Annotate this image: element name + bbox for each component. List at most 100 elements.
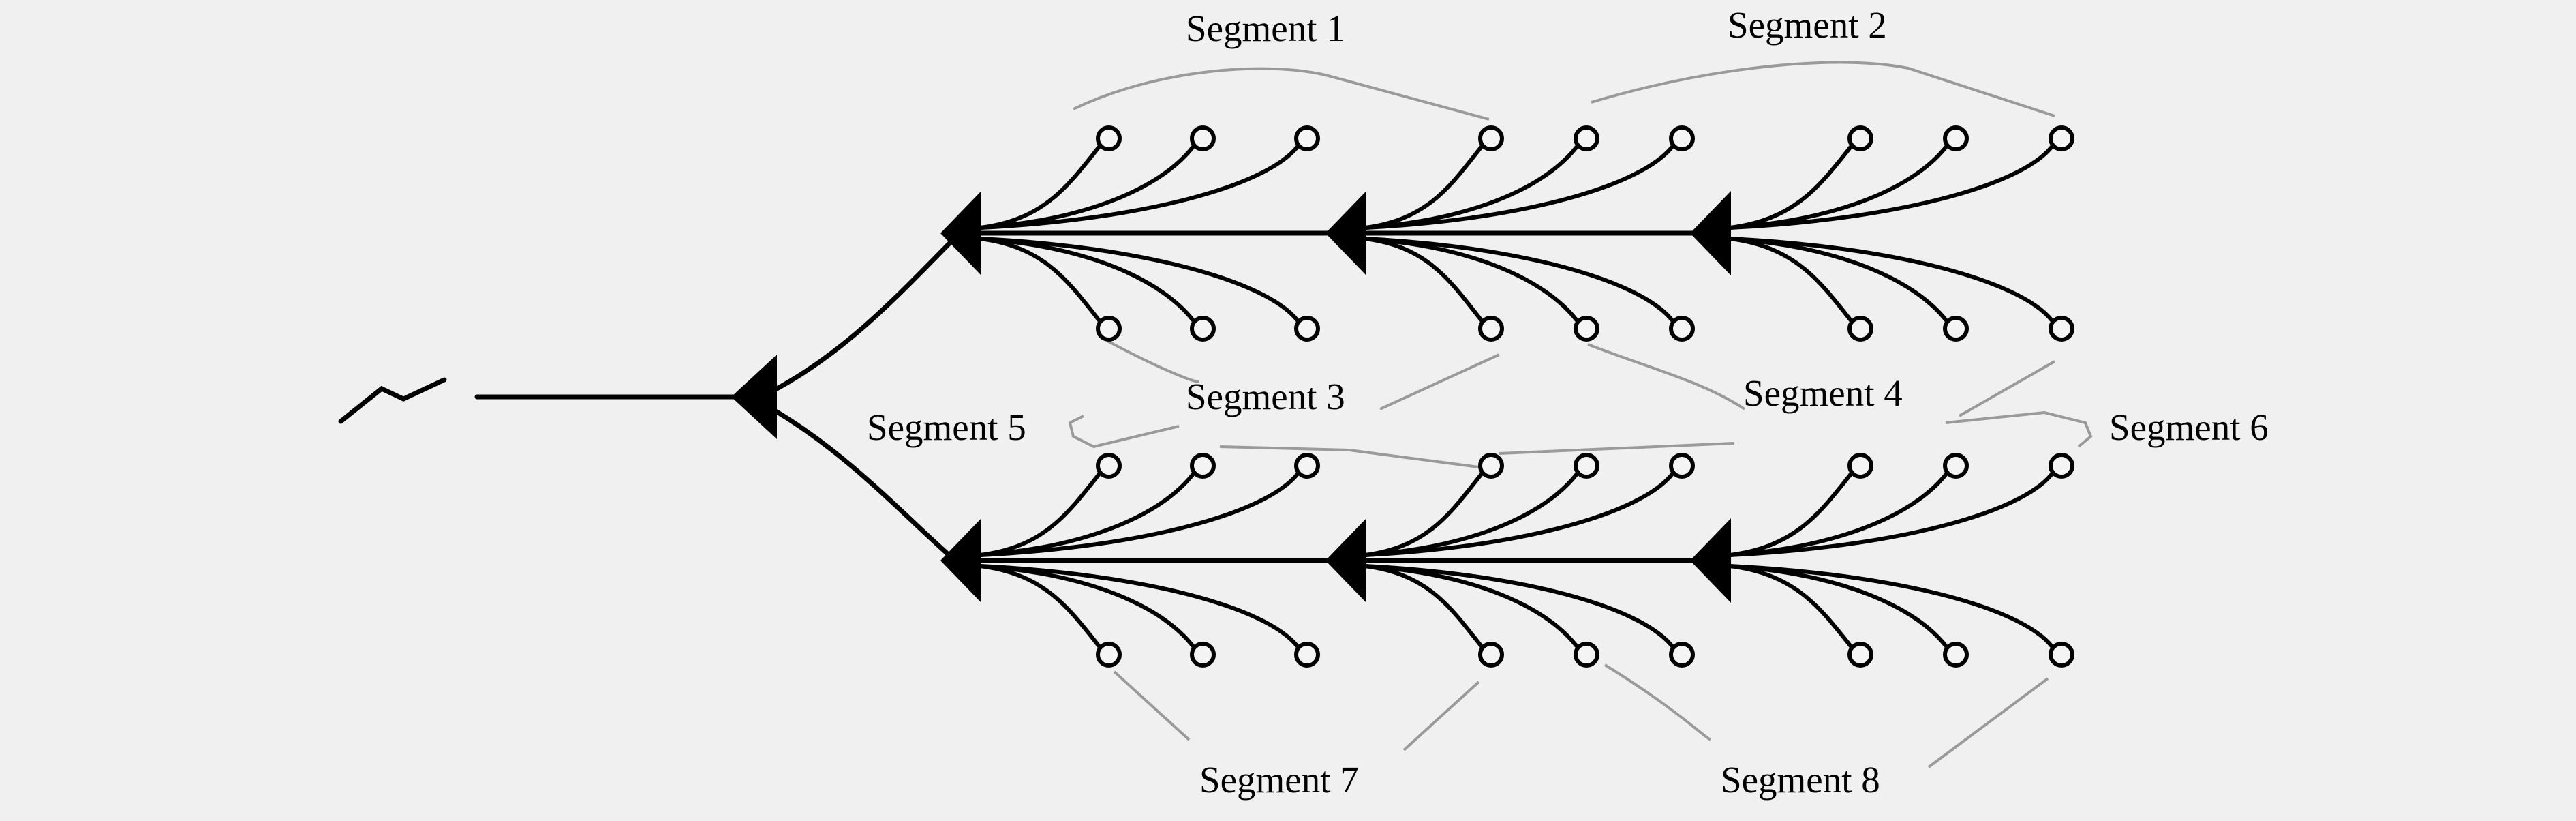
lower-terminal-top-3-3 xyxy=(2049,453,2074,479)
lower-lateral-up-2-3 xyxy=(1364,473,1674,557)
lower-lateral-up-1-3 xyxy=(979,473,1300,557)
upper-lateral-up-1-3 xyxy=(979,145,1300,230)
lower-terminal-top-1-3 xyxy=(1294,453,1320,479)
upper-terminal-top-3-2 xyxy=(1943,125,1969,151)
lower-terminal-top-3-2 xyxy=(1943,453,1969,479)
upper-lateral-down-3-2 xyxy=(1729,237,1948,322)
lower-lateral-up-3-1 xyxy=(1729,473,1853,557)
upper-terminal-top-2-3 xyxy=(1669,125,1695,151)
upper-terminal-bottom-1-2 xyxy=(1190,316,1216,342)
lower-terminal-top-2-2 xyxy=(1574,453,1599,479)
lower-junction-node-3 xyxy=(1690,518,1731,603)
lower-junction-node-2 xyxy=(1325,518,1366,603)
upper-lateral-down-3-3 xyxy=(1729,237,2054,322)
upper-terminal-top-2-2 xyxy=(1574,125,1599,151)
lower-lateral-down-3-2 xyxy=(1729,564,1948,648)
segment-5-bracket xyxy=(1068,415,1735,468)
upper-terminal-bottom-3-3 xyxy=(2049,316,2074,342)
lower-terminal-top-1-2 xyxy=(1190,453,1216,479)
segment-2-bracket xyxy=(1591,61,2055,117)
upper-lateral-up-3-1 xyxy=(1729,145,1853,230)
lower-lateral-up-1-1 xyxy=(979,473,1101,557)
lower-terminal-top-2-1 xyxy=(1478,453,1504,479)
upper-lateral-up-1-1 xyxy=(979,145,1101,230)
upper-terminal-top-3-1 xyxy=(1847,125,1873,151)
upper-lateral-down-3-1 xyxy=(1729,237,1853,322)
upper-junction-node-2 xyxy=(1325,191,1366,275)
lower-terminal-top-3-1 xyxy=(1847,453,1873,479)
segment-3-label: Segment 3 xyxy=(1186,376,1345,417)
lower-terminal-bottom-2-2 xyxy=(1574,642,1599,668)
segment-7-label: Segment 7 xyxy=(1199,759,1359,801)
segment-1-label: Segment 1 xyxy=(1186,8,1345,49)
segment-5-label: Segment 5 xyxy=(867,406,1026,448)
upper-terminal-top-1-1 xyxy=(1096,125,1122,151)
lower-lateral-down-1-2 xyxy=(979,564,1195,648)
feeder-wires xyxy=(338,230,1713,565)
segment-brackets xyxy=(1068,61,2093,768)
lower-terminal-top-1-1 xyxy=(1096,453,1122,479)
upper-lateral-up-1-2 xyxy=(979,145,1195,230)
upper-terminal-bottom-2-2 xyxy=(1574,316,1599,342)
lower-terminal-bottom-3-2 xyxy=(1943,642,1969,668)
upper-terminal-bottom-3-1 xyxy=(1847,316,1873,342)
segment-1-bracket xyxy=(1073,67,1490,121)
segment-labels: Segment 1 Segment 2 Segment 3 Segment 4 … xyxy=(867,4,2269,801)
upper-terminal-bottom-1-3 xyxy=(1294,316,1320,342)
upper-terminal-bottom-3-2 xyxy=(1943,316,1969,342)
upper-terminal-bottom-2-3 xyxy=(1669,316,1695,342)
segment-6-bracket xyxy=(1945,411,2093,448)
lower-lateral-up-2-1 xyxy=(1364,473,1484,557)
lower-lateral-down-3-1 xyxy=(1729,564,1853,648)
lateral-lines xyxy=(979,145,2054,648)
upper-terminal-top-3-3 xyxy=(2049,125,2074,151)
segment-8-label: Segment 8 xyxy=(1721,759,1880,801)
segment-4-bracket xyxy=(1587,343,2055,417)
upper-terminal-bottom-2-1 xyxy=(1478,316,1504,342)
upper-junction-node-3 xyxy=(1690,191,1731,275)
upper-terminal-bottom-1-1 xyxy=(1096,316,1122,342)
upper-lateral-down-1-3 xyxy=(979,237,1300,322)
lower-lateral-down-1-1 xyxy=(979,564,1101,648)
segment-7-bracket xyxy=(1113,670,1480,751)
lower-lateral-down-2-1 xyxy=(1364,564,1484,648)
segment-4-label: Segment 4 xyxy=(1743,372,1903,414)
segment-3-bracket xyxy=(1107,340,1500,411)
main-junction-node xyxy=(731,355,777,439)
segment-6-label: Segment 6 xyxy=(2109,406,2269,448)
lower-terminal-bottom-1-3 xyxy=(1294,642,1320,668)
terminal-circles xyxy=(1096,125,2074,668)
upper-lateral-down-2-1 xyxy=(1364,237,1484,322)
segment-2-label: Segment 2 xyxy=(1728,4,1887,46)
upper-branch-line xyxy=(774,233,960,391)
upper-lateral-down-1-1 xyxy=(979,237,1101,322)
lower-terminal-bottom-1-1 xyxy=(1096,642,1122,668)
upper-lateral-up-3-3 xyxy=(1729,145,2054,230)
lower-lateral-up-3-2 xyxy=(1729,473,1948,557)
lower-terminal-bottom-2-1 xyxy=(1478,642,1504,668)
lower-lateral-up-3-3 xyxy=(1729,473,2054,557)
upper-lateral-up-2-3 xyxy=(1364,145,1674,230)
lower-terminal-bottom-3-3 xyxy=(2049,642,2074,668)
lower-terminal-bottom-1-2 xyxy=(1190,642,1216,668)
upper-terminal-top-2-1 xyxy=(1478,125,1504,151)
lower-terminal-bottom-3-1 xyxy=(1847,642,1873,668)
segment-8-bracket xyxy=(1604,663,2049,768)
upper-terminal-top-1-2 xyxy=(1190,125,1216,151)
source-symbol-icon xyxy=(338,377,447,424)
upper-lateral-down-1-2 xyxy=(979,237,1195,322)
lower-lateral-down-1-3 xyxy=(979,564,1300,648)
lower-junction-node-1 xyxy=(940,518,981,603)
upper-lateral-up-3-2 xyxy=(1729,145,1948,230)
lower-lateral-down-3-3 xyxy=(1729,564,2054,648)
lower-terminal-top-2-3 xyxy=(1669,453,1695,479)
lower-terminal-bottom-2-3 xyxy=(1669,642,1695,668)
upper-junction-node-1 xyxy=(940,191,981,275)
junction-nodes xyxy=(731,191,1731,603)
upper-lateral-up-2-1 xyxy=(1364,145,1484,230)
lower-lateral-down-2-3 xyxy=(1364,564,1674,648)
upper-terminal-top-1-3 xyxy=(1294,125,1320,151)
lower-lateral-up-1-2 xyxy=(979,473,1195,557)
